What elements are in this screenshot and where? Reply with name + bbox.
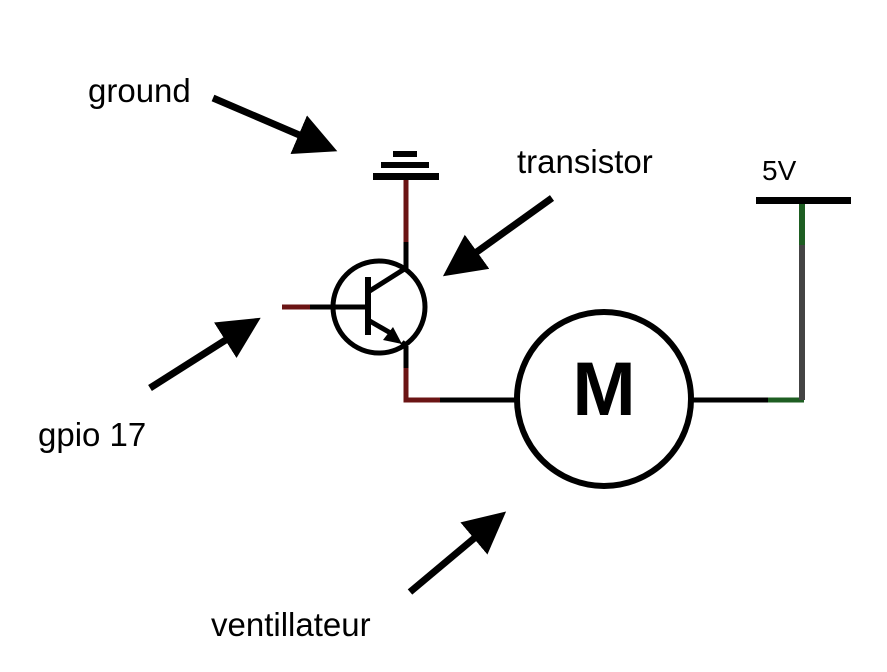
supply-rail [756, 197, 851, 204]
transistor-symbol [330, 258, 428, 356]
ground-symbol [373, 151, 439, 180]
arrow-ventillateur [407, 511, 507, 595]
arrow-transistor [442, 195, 555, 277]
label-gpio: gpio 17 [38, 416, 147, 453]
label-supply-voltage: 5V [762, 155, 797, 186]
wire-emitter-motor [403, 368, 440, 403]
arrow-ground [211, 94, 338, 155]
arrow-gpio [148, 317, 261, 391]
label-ground: ground [88, 72, 191, 109]
label-fan: ventillateur [211, 606, 371, 643]
motor-letter: M [572, 347, 636, 432]
label-transistor: transistor [517, 143, 653, 180]
